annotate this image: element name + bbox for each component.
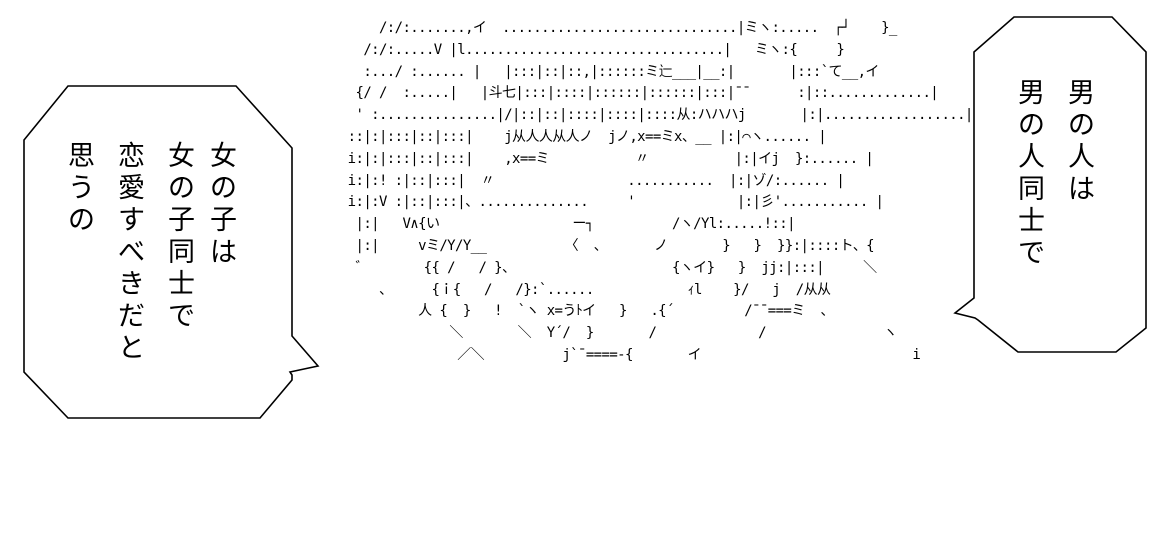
right-bubble-column: 男の人同士で xyxy=(1018,78,1045,270)
ascii-art-character: /:/:.......,イ ..........................… xyxy=(347,20,974,363)
right-speech-bubble xyxy=(953,16,1147,353)
bubble-glyph: の xyxy=(68,205,95,236)
bubble-glyph: 士 xyxy=(1018,206,1045,237)
bubble-glyph: 子 xyxy=(210,205,237,236)
bubble-glyph: 同 xyxy=(168,237,195,268)
bubble-glyph: は xyxy=(210,237,237,268)
right-bubble-column: 男の人は xyxy=(1068,78,1095,206)
bubble-glyph: 女 xyxy=(168,141,195,172)
bubble-glyph: き xyxy=(118,269,145,300)
bubble-glyph: 子 xyxy=(168,205,195,236)
bubble-glyph: の xyxy=(210,173,237,204)
bubble-glyph: 男 xyxy=(1018,78,1045,109)
bubble-glyph: 女 xyxy=(210,141,237,172)
left-bubble-column: 女の子は xyxy=(210,141,237,269)
bubble-glyph: 思 xyxy=(68,141,95,172)
bubble-glyph: 男 xyxy=(1068,78,1095,109)
bubble-glyph: う xyxy=(68,173,95,204)
bubble-glyph: は xyxy=(1068,174,1095,205)
bubble-glyph: で xyxy=(1018,238,1045,269)
bubble-glyph: 愛 xyxy=(118,173,145,204)
left-bubble-column: 思うの xyxy=(68,141,95,237)
bubble-glyph: べ xyxy=(118,237,145,268)
bubble-glyph: の xyxy=(168,173,195,204)
bubble-glyph: 恋 xyxy=(118,141,145,172)
bubble-glyph: だ xyxy=(118,301,145,332)
bubble-glyph: 士 xyxy=(168,269,195,300)
bubble-glyph: と xyxy=(118,333,145,364)
bubble-glyph: で xyxy=(168,301,195,332)
left-bubble-column: 女の子同士で xyxy=(168,141,195,333)
bubble-glyph: の xyxy=(1068,110,1095,141)
left-bubble-column: 恋愛すべきだと xyxy=(118,141,145,365)
bubble-glyph: 人 xyxy=(1018,142,1045,173)
bubble-glyph: 人 xyxy=(1068,142,1095,173)
bubble-glyph: 同 xyxy=(1018,174,1045,205)
bubble-glyph: の xyxy=(1018,110,1045,141)
bubble-glyph: す xyxy=(118,205,145,236)
left-speech-bubble xyxy=(23,85,320,419)
